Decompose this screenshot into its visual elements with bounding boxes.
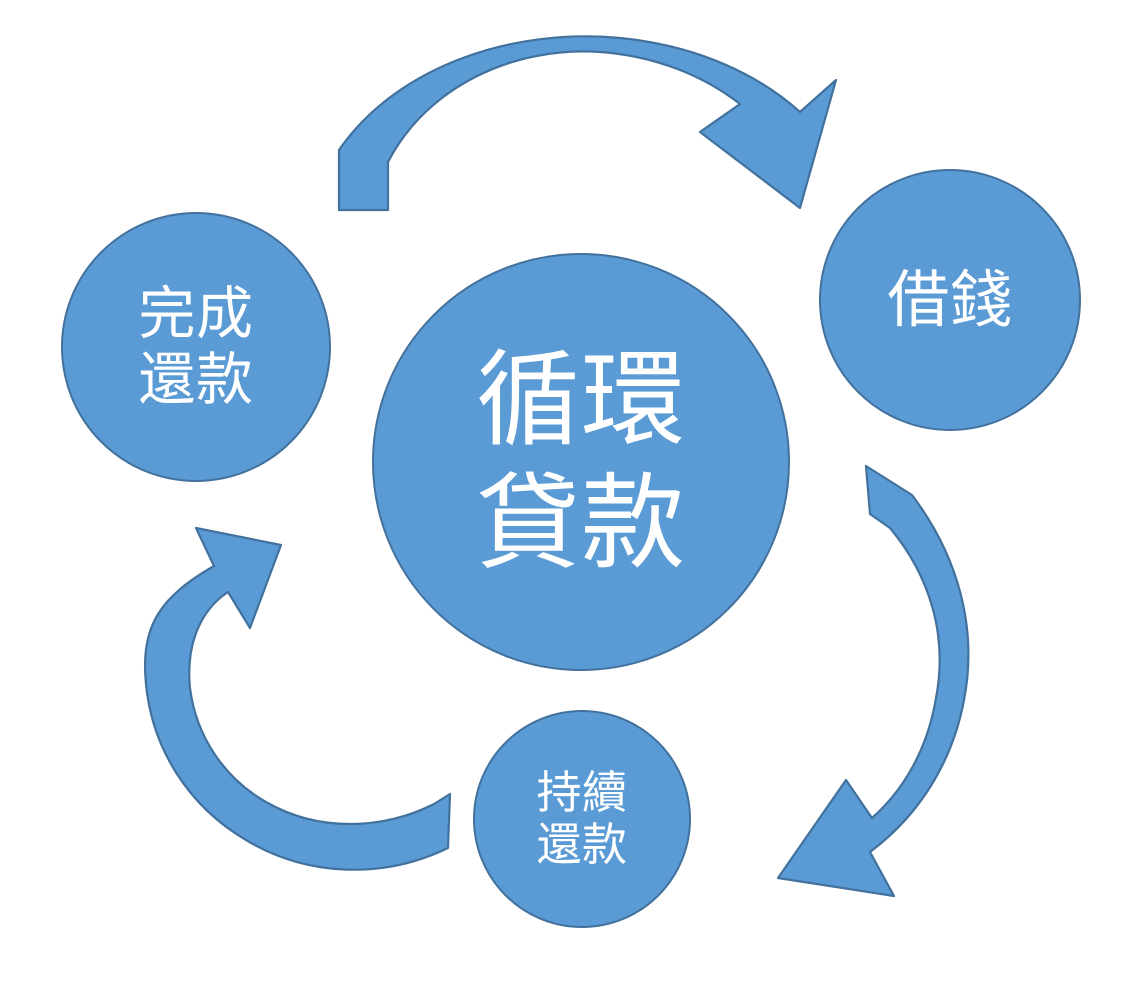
arrow-left — [144, 526, 452, 871]
node-circle-center[interactable] — [372, 253, 790, 671]
arrow-right — [776, 464, 970, 898]
node-circle-borrow[interactable] — [819, 169, 1081, 431]
node-circle-finish-repaying[interactable] — [61, 212, 331, 482]
arrow-top — [337, 35, 838, 212]
node-circle-keep-repaying[interactable] — [473, 710, 691, 928]
